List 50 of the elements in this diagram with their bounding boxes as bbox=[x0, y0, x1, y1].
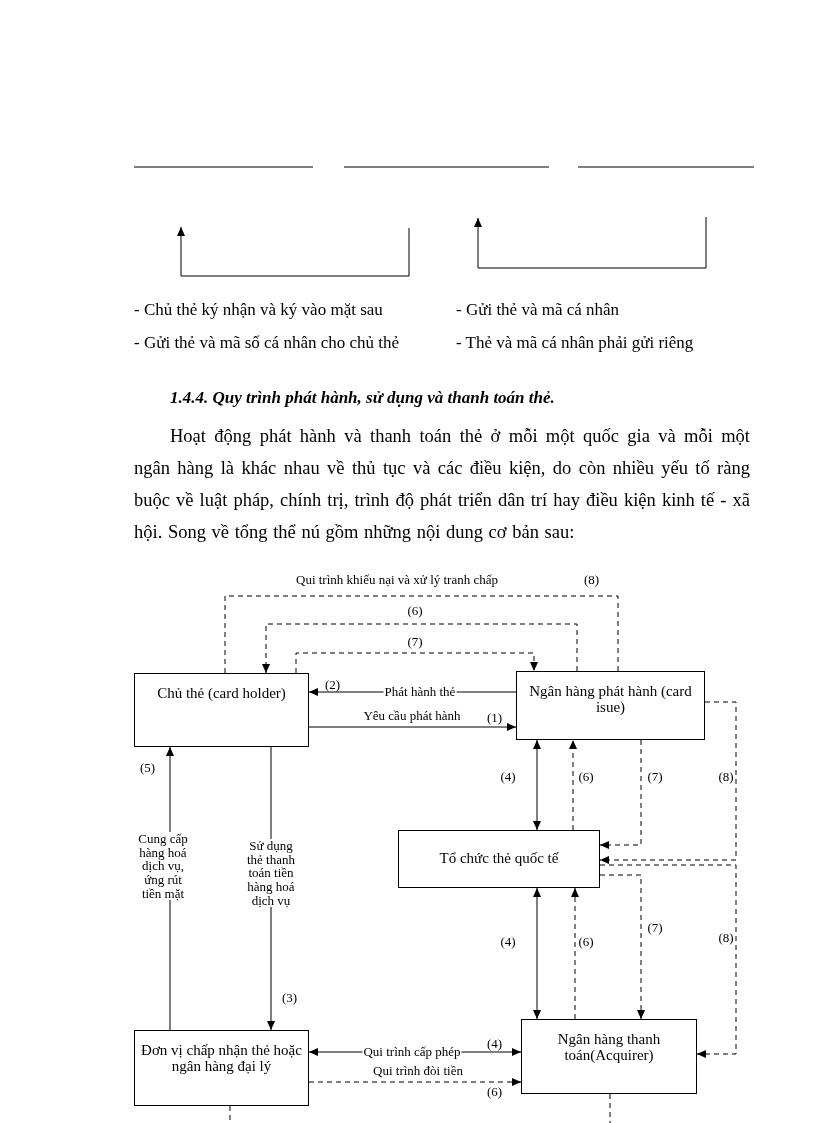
dashed-arrow bbox=[571, 887, 579, 1020]
edge-label: (4) bbox=[499, 935, 517, 949]
list-item-text: - Thẻ và mã cá nhân phải gửi riêng bbox=[456, 333, 694, 353]
section-heading: 1.4.4. Quy trình phát hành, sử dụng và thanh toán thẻ. bbox=[170, 388, 555, 408]
arrow bbox=[308, 723, 517, 731]
edge-label: Yêu cầu phát hành bbox=[362, 709, 462, 723]
edge-label: (7) bbox=[646, 921, 664, 935]
process-box bbox=[398, 830, 600, 888]
process-box bbox=[516, 671, 705, 740]
step-number: (1) bbox=[487, 710, 503, 726]
node-text: Ngân hàng phát hành (card isue) bbox=[528, 684, 693, 716]
list-item-text: - Chủ thẻ ký nhận và ký vào mặt sau bbox=[134, 300, 383, 320]
node-text: Chủ thẻ (card holder) bbox=[157, 686, 286, 702]
dashed-arrow bbox=[599, 874, 645, 1020]
edge-label: (8) bbox=[717, 931, 735, 945]
list-item-text: - Gửi thẻ và mã số cá nhân cho chủ thẻ bbox=[134, 333, 400, 353]
dashed-arrow bbox=[295, 652, 538, 674]
step-number: (8) bbox=[584, 572, 600, 588]
node-text: Ngân hàng thanh toán(Acquirer) bbox=[556, 1032, 662, 1064]
process-box bbox=[134, 1030, 309, 1106]
edge-label: Qui trình đòi tiền bbox=[372, 1064, 464, 1078]
dashed-arrow bbox=[569, 739, 577, 831]
dashed-arrow bbox=[599, 701, 737, 864]
node-text: Tổ chức thẻ quốc tế bbox=[439, 851, 559, 867]
dashed-arrow bbox=[308, 1078, 522, 1086]
edge-label: Phát hành thẻ bbox=[383, 685, 457, 699]
edge-label: (4) bbox=[499, 770, 517, 784]
process-box bbox=[521, 1019, 697, 1094]
step-number: (5) bbox=[140, 760, 156, 776]
edge-label: (7) bbox=[646, 770, 664, 784]
body-paragraph: Hoạt động phát hành và thanh toán thẻ ở mỗi một quốc gia và mỗi một ngân hàng là khác nhau về thủ tục và các điều kiện, do còn nhiều yếu tố ràng buộc về luật pháp, chính trị, trình độ phát triển dân trí hay điều kiện kinh tế - xã hội. Song về tổng thể nú gồm những nội dung cơ bản sau: bbox=[134, 425, 750, 544]
edge-label: Qui trình cấp phép bbox=[362, 1045, 462, 1059]
step-number: (2) bbox=[325, 677, 341, 693]
list-item-text: - Gửi thẻ và mã cá nhân bbox=[456, 300, 620, 320]
edge-label: (6) bbox=[406, 604, 424, 618]
edge-label: (8) bbox=[717, 770, 735, 784]
dashed-arrow bbox=[599, 739, 642, 849]
node-text: Đơn vị chấp nhận thẻ hoặc ngân hàng đại lý bbox=[140, 1043, 303, 1075]
edge-label: (7) bbox=[406, 635, 424, 649]
edge-label: (6) bbox=[577, 770, 595, 784]
arrow bbox=[533, 887, 541, 1020]
dashed-arrow bbox=[599, 864, 737, 1058]
step-number: (3) bbox=[282, 990, 298, 1006]
process-box bbox=[134, 673, 309, 747]
edge-label: Qui trình khiếu nại và xử lý tranh chấp bbox=[295, 573, 499, 587]
dashed-arrow bbox=[262, 623, 578, 674]
edge-label: (6) bbox=[577, 935, 595, 949]
arrow bbox=[533, 739, 541, 831]
step-number: (6) bbox=[487, 1084, 503, 1100]
step-number: (4) bbox=[487, 1036, 503, 1052]
